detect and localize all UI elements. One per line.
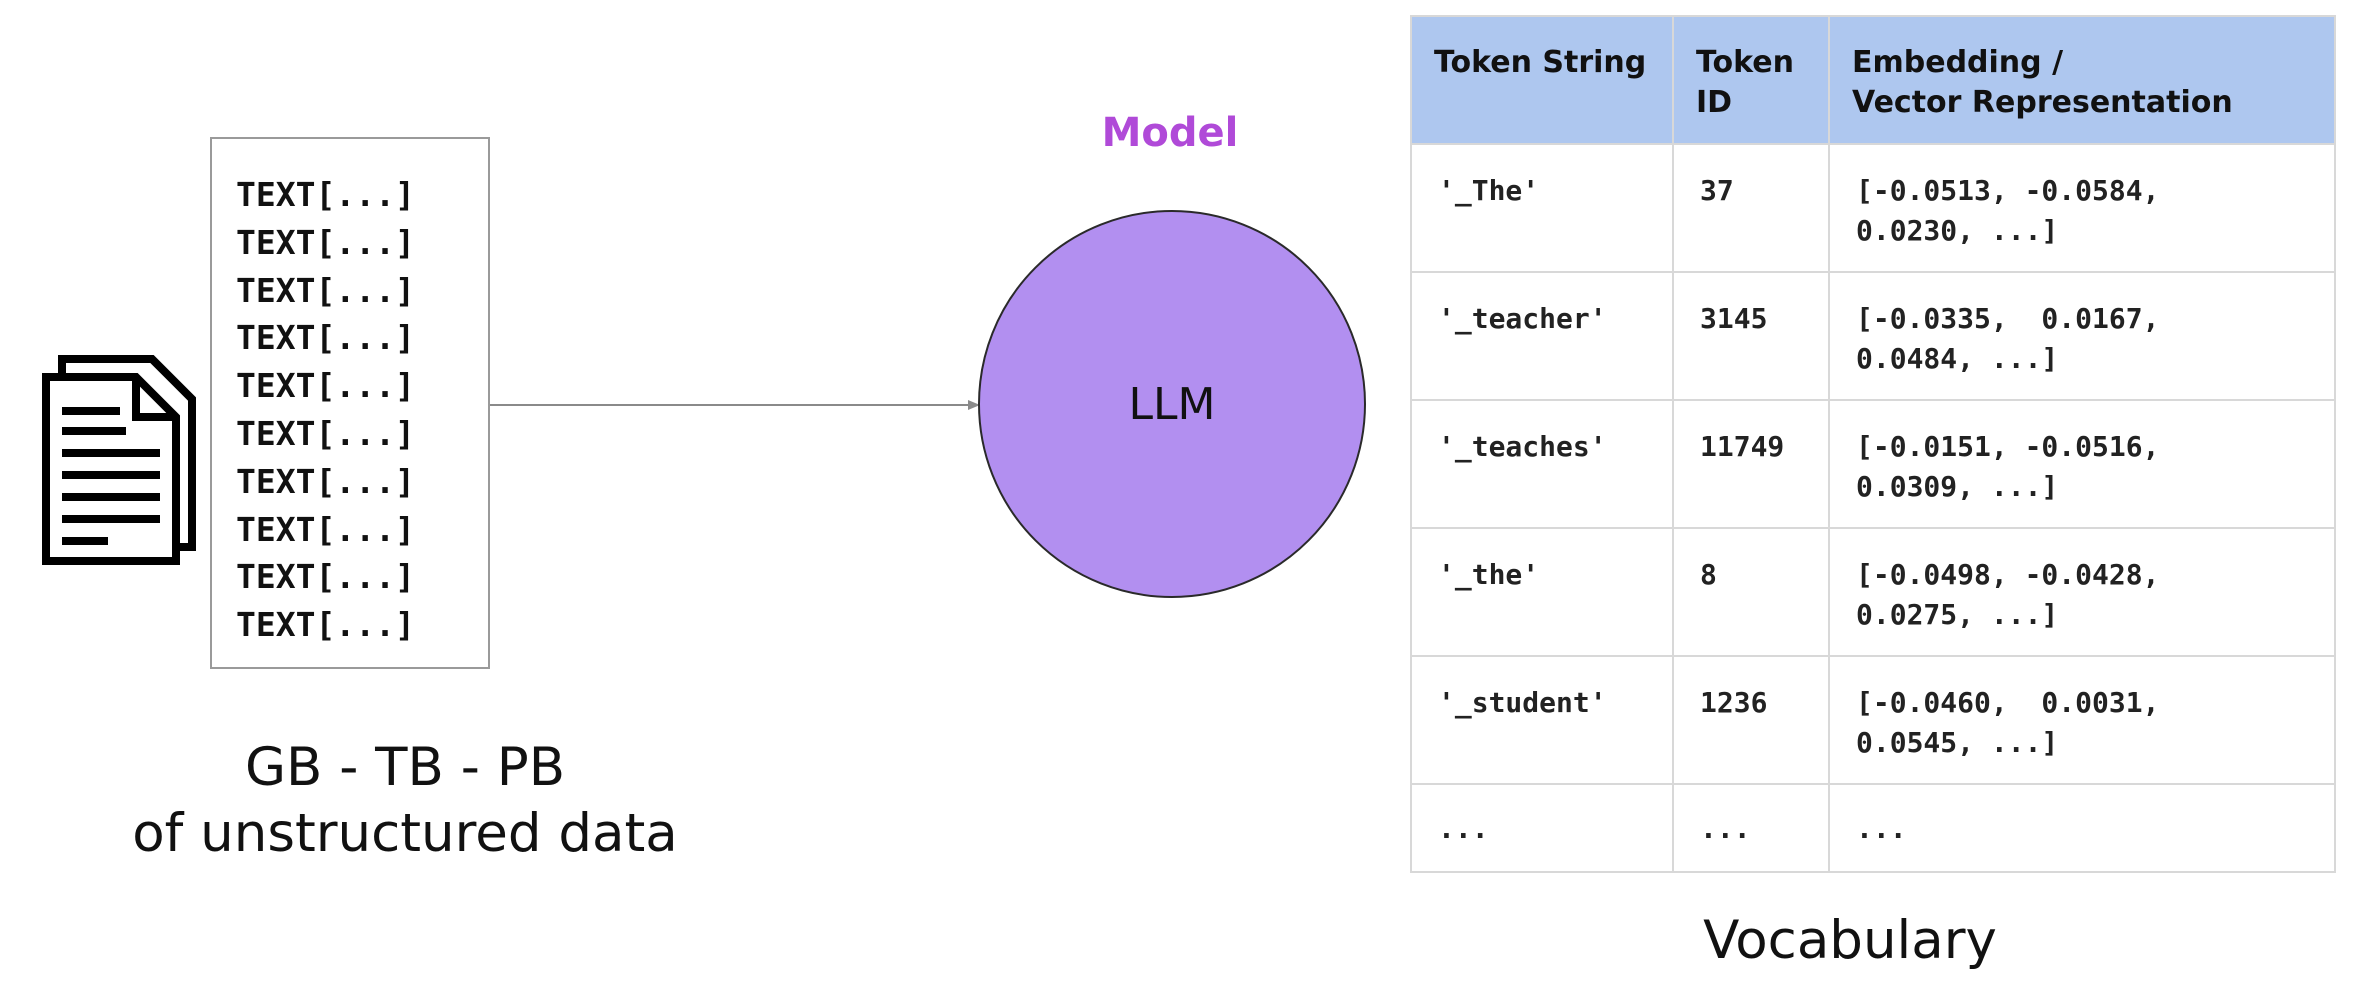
header-token-id: Token ID xyxy=(1672,15,1830,145)
token-id-cell: 37 xyxy=(1672,143,1830,273)
text-line: TEXT[...] xyxy=(236,509,415,549)
table-row: '_student' 1236 [-0.0460, 0.0031, 0.0545… xyxy=(1410,655,2336,785)
embedding-cell: [-0.0498, -0.0428, 0.0275, ...] xyxy=(1828,527,2336,657)
token-id-cell: 8 xyxy=(1672,527,1830,657)
text-line: TEXT[...] xyxy=(236,175,415,214)
text-line: TEXT[...] xyxy=(236,222,415,262)
text-line: TEXT[...] xyxy=(236,557,415,597)
vocabulary-table: Token String Token ID Embedding / Vector… xyxy=(1410,15,2336,873)
embedding-cell: [-0.0335, 0.0167, 0.0484, ...] xyxy=(1828,271,2336,401)
table-row: '_teaches' 11749 [-0.0151, -0.0516, 0.03… xyxy=(1410,399,2336,529)
embedding-cell: [-0.0151, -0.0516, 0.0309, ...] xyxy=(1828,399,2336,529)
text-line: TEXT[...] xyxy=(236,413,415,453)
embedding-cell: ... xyxy=(1828,783,2336,873)
training-text-box: TEXT[...] TEXT[...] TEXT[...] TEXT[...] … xyxy=(210,137,490,669)
text-line: TEXT[...] xyxy=(236,318,415,358)
data-volume-line: GB - TB - PB xyxy=(244,737,566,798)
document-stack-icon xyxy=(42,355,196,565)
token-string-cell: '_The' xyxy=(1410,143,1674,273)
token-string-cell: '_the' xyxy=(1410,527,1674,657)
table-row: ... ... ... xyxy=(1410,783,2336,873)
table-header-row: Token String Token ID Embedding / Vector… xyxy=(1410,15,2336,145)
header-embedding: Embedding / Vector Representation xyxy=(1828,15,2336,145)
flow-arrow xyxy=(490,400,980,410)
text-line: TEXT[...] xyxy=(236,461,415,501)
llm-label: LLM xyxy=(1128,378,1216,430)
token-string-cell: '_teacher' xyxy=(1410,271,1674,401)
token-id-cell: 11749 xyxy=(1672,399,1830,529)
text-line: TEXT[...] xyxy=(236,270,415,310)
table-row: '_teacher' 3145 [-0.0335, 0.0167, 0.0484… xyxy=(1410,271,2336,401)
table-row: '_the' 8 [-0.0498, -0.0428, 0.0275, ...] xyxy=(1410,527,2336,657)
token-string-cell: '_teaches' xyxy=(1410,399,1674,529)
token-string-cell: '_student' xyxy=(1410,655,1674,785)
header-token-string: Token String xyxy=(1410,15,1674,145)
model-label: Model xyxy=(1101,110,1239,156)
token-id-cell: 1236 xyxy=(1672,655,1830,785)
embedding-cell: [-0.0460, 0.0031, 0.0545, ...] xyxy=(1828,655,2336,785)
data-volume-caption: GB - TB - PB of unstructured data xyxy=(130,735,680,867)
vocabulary-caption: Vocabulary xyxy=(1703,910,1997,971)
token-string-cell: ... xyxy=(1410,783,1674,873)
table-row: '_The' 37 [-0.0513, -0.0584, 0.0230, ...… xyxy=(1410,143,2336,273)
text-line: TEXT[...] xyxy=(236,366,415,406)
text-line: TEXT[...] xyxy=(236,605,415,645)
embedding-cell: [-0.0513, -0.0584, 0.0230, ...] xyxy=(1828,143,2336,273)
llm-circle: LLM xyxy=(978,210,1366,598)
token-id-cell: 3145 xyxy=(1672,271,1830,401)
data-description-line: of unstructured data xyxy=(132,803,678,864)
token-id-cell: ... xyxy=(1672,783,1830,873)
